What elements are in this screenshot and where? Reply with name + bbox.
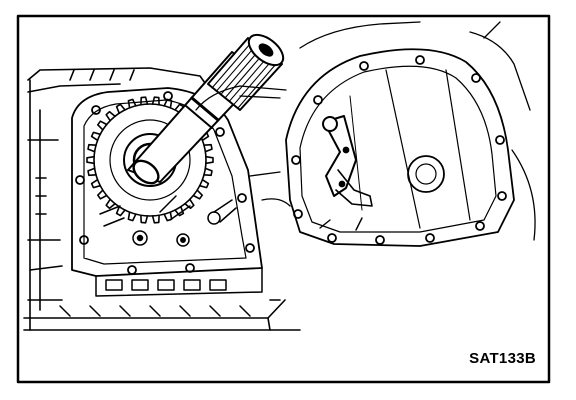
gear-tooth	[86, 155, 95, 165]
shaft-spline	[220, 50, 260, 96]
gear-tooth	[174, 206, 185, 217]
shaft-spline	[228, 56, 268, 102]
gear-tooth	[115, 206, 126, 217]
shaft-spline	[224, 53, 264, 99]
gear-tooth	[87, 167, 97, 177]
gear-tooth	[97, 120, 108, 131]
gear-tooth	[87, 143, 97, 153]
gear-tooth	[203, 143, 213, 153]
gear-tooth	[90, 131, 102, 142]
figure-code: SAT133B	[469, 350, 536, 367]
gear-tooth	[105, 110, 116, 122]
gear-tooth	[115, 103, 126, 114]
gear-tooth	[198, 178, 210, 189]
gear-tooth	[105, 198, 116, 210]
gear-tooth	[163, 98, 173, 109]
gear-tooth	[127, 98, 137, 109]
gear-tooth	[205, 155, 214, 165]
gear-tooth	[140, 96, 149, 106]
transmission-case	[23, 67, 301, 331]
oil-pan	[59, 267, 263, 317]
gear-tooth	[90, 178, 102, 189]
gear-tooth	[127, 211, 137, 222]
converter-housing	[285, 48, 515, 247]
shaft-spline	[233, 60, 273, 106]
oil-pump-housing	[71, 87, 263, 277]
shaft-spline	[211, 43, 251, 89]
pump-details	[99, 195, 237, 247]
gear-tooth	[97, 189, 108, 200]
gear-tooth	[192, 189, 203, 200]
gear-tooth	[184, 198, 195, 210]
input-shaft	[127, 33, 285, 185]
shaft-spline	[215, 46, 255, 92]
shaft-spline	[237, 63, 277, 109]
figure-frame	[16, 14, 551, 384]
gear-tooth	[140, 214, 149, 224]
engine-outline	[195, 21, 536, 241]
gear-tooth	[151, 96, 160, 106]
gear-tooth	[151, 214, 160, 224]
gear-tooth	[203, 167, 213, 177]
